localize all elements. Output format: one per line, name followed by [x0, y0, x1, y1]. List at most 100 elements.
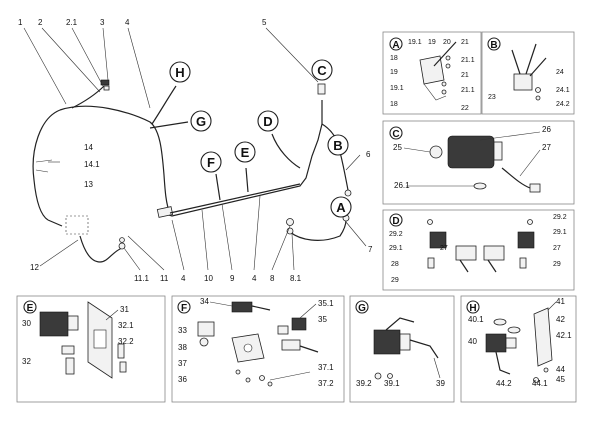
svg-text:H: H: [175, 65, 184, 80]
svg-text:24: 24: [556, 69, 564, 76]
callout-B: B: [327, 134, 349, 156]
svg-text:E: E: [241, 145, 250, 160]
label-2-1: 2.1: [66, 18, 78, 27]
svg-text:39: 39: [436, 379, 445, 388]
label-4-low2: 4: [252, 274, 257, 283]
svg-text:41: 41: [556, 297, 565, 306]
label-8: 8: [270, 274, 275, 283]
label-11: 11: [160, 274, 169, 283]
svg-text:31: 31: [120, 305, 129, 314]
callout-H: H: [169, 61, 191, 83]
svg-text:19: 19: [390, 69, 398, 76]
svg-text:H: H: [469, 303, 476, 314]
label-1: 1: [18, 18, 23, 27]
svg-text:21.1: 21.1: [461, 87, 475, 94]
svg-text:40: 40: [468, 337, 477, 346]
svg-text:G: G: [196, 114, 206, 129]
svg-text:D: D: [263, 114, 272, 129]
svg-text:33: 33: [178, 326, 187, 335]
svg-text:44: 44: [556, 365, 565, 374]
svg-text:44.2: 44.2: [496, 379, 512, 388]
svg-text:35.1: 35.1: [318, 299, 334, 308]
svg-text:F: F: [207, 155, 215, 170]
svg-text:18: 18: [390, 101, 398, 108]
svg-text:21: 21: [461, 72, 469, 79]
svg-text:23: 23: [488, 94, 496, 101]
svg-text:24.2: 24.2: [556, 101, 570, 108]
svg-text:19.1: 19.1: [408, 39, 422, 46]
svg-text:19: 19: [428, 39, 436, 46]
svg-text:B: B: [333, 138, 342, 153]
svg-text:30: 30: [22, 319, 31, 328]
label-2: 2: [38, 18, 43, 27]
label-12: 12: [30, 263, 39, 272]
svg-text:29.2: 29.2: [553, 214, 567, 221]
panel-E: E 31 30 32.1 32.2 32: [16, 295, 166, 403]
callout-E: E: [234, 141, 256, 163]
svg-text:27: 27: [440, 245, 448, 252]
label-4-top: 4: [125, 18, 130, 27]
svg-text:29: 29: [391, 277, 399, 284]
svg-text:A: A: [392, 40, 399, 51]
svg-text:B: B: [490, 40, 497, 51]
svg-text:32.2: 32.2: [118, 337, 134, 346]
svg-text:37.2: 37.2: [318, 379, 334, 388]
label-4-low1: 4: [181, 274, 186, 283]
svg-text:42.1: 42.1: [556, 331, 572, 340]
svg-text:19.1: 19.1: [390, 85, 404, 92]
svg-text:25: 25: [393, 143, 402, 152]
svg-text:32: 32: [22, 357, 31, 366]
callout-C: C: [311, 59, 333, 81]
panel-A: A 19.1 19 20 21 18 19 21.1 21 19.1 21.1 …: [382, 31, 482, 115]
svg-text:21: 21: [461, 39, 469, 46]
label-3: 3: [100, 18, 105, 27]
svg-text:29.1: 29.1: [553, 229, 567, 236]
label-10: 10: [204, 274, 213, 283]
svg-text:28: 28: [391, 261, 399, 268]
label-5: 5: [262, 18, 267, 27]
svg-text:45: 45: [556, 375, 565, 384]
panel-B: B 24 23 24.1 24.2: [481, 31, 575, 115]
label-8-1: 8.1: [290, 274, 302, 283]
label-14-1: 14.1: [84, 160, 100, 169]
main-harness: 1 2 2.1 3 4 5 14 14.1 13 6 7 12 11.1 11 …: [18, 18, 373, 283]
label-9: 9: [230, 274, 235, 283]
svg-text:37: 37: [178, 359, 187, 368]
svg-text:D: D: [392, 216, 399, 227]
panel-F: F 34 35.1 35 33 38 37 36 37.1 37.2: [171, 295, 345, 403]
svg-text:24.1: 24.1: [556, 87, 570, 94]
label-13: 13: [84, 180, 93, 189]
svg-text:26.1: 26.1: [394, 181, 410, 190]
label-11-1: 11.1: [134, 274, 150, 283]
svg-text:29: 29: [553, 261, 561, 268]
svg-text:27: 27: [553, 245, 561, 252]
svg-text:E: E: [27, 303, 34, 314]
panel-G: G 39.2 39.1 39: [349, 295, 455, 403]
svg-text:39.1: 39.1: [384, 379, 400, 388]
panel-D: D 29.2 29.1 27 28 29 29.2 29.1 27 29: [382, 209, 575, 291]
svg-text:36: 36: [178, 375, 187, 384]
label-7: 7: [368, 245, 373, 254]
callout-A: A: [330, 196, 352, 218]
callout-G: G: [190, 110, 212, 132]
svg-text:32.1: 32.1: [118, 321, 134, 330]
svg-text:29.1: 29.1: [389, 245, 403, 252]
svg-text:39.2: 39.2: [356, 379, 372, 388]
svg-text:40.1: 40.1: [468, 315, 484, 324]
svg-text:27: 27: [542, 143, 551, 152]
svg-text:C: C: [317, 63, 327, 78]
svg-text:22: 22: [461, 105, 469, 112]
svg-text:34: 34: [200, 297, 209, 306]
svg-text:C: C: [392, 129, 399, 140]
svg-text:26: 26: [542, 125, 551, 134]
svg-text:44.1: 44.1: [532, 379, 548, 388]
label-14: 14: [84, 143, 93, 152]
svg-text:29.2: 29.2: [389, 231, 403, 238]
svg-text:20: 20: [443, 39, 451, 46]
label-6: 6: [366, 150, 371, 159]
svg-text:G: G: [358, 303, 366, 314]
panel-C: C 26 25 27 26.1: [382, 120, 575, 205]
panel-H: H 41 40.1 42 42.1 40 44 44.2 44.1 45: [460, 295, 577, 403]
svg-text:A: A: [336, 200, 346, 215]
